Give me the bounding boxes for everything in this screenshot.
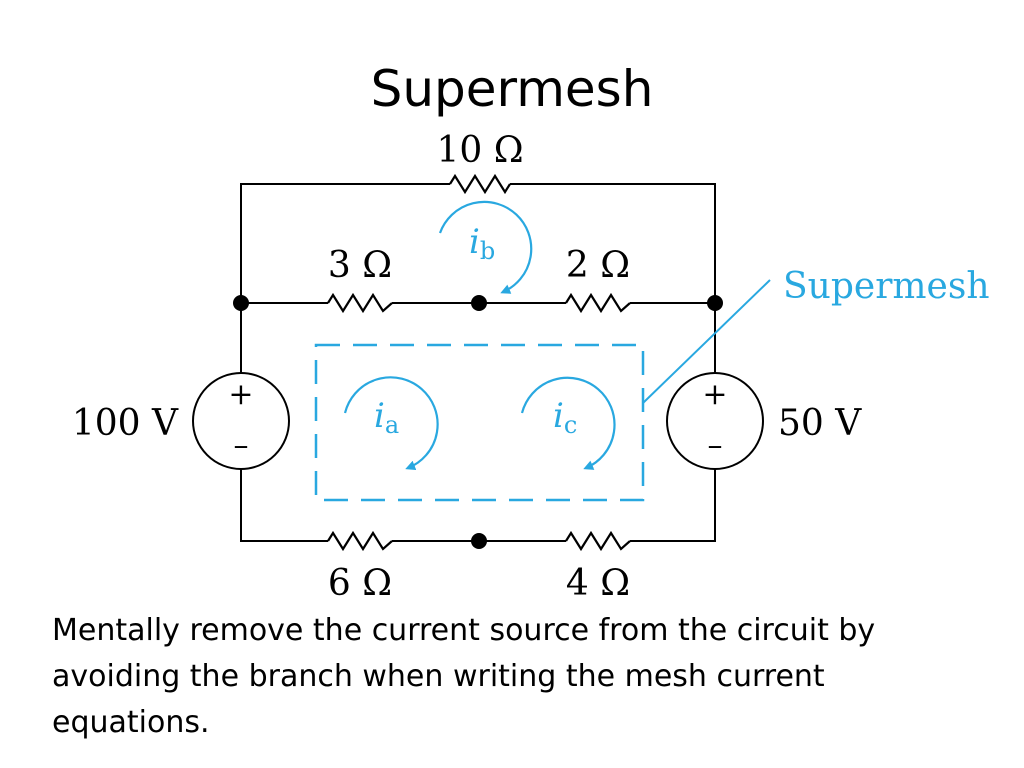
wire-top-right <box>510 183 716 303</box>
resistor-4-ohm <box>565 530 631 552</box>
resistor-6-ohm <box>327 530 393 552</box>
wire-top-left <box>240 183 450 303</box>
mesh-label-ia: ia <box>374 396 399 439</box>
label-4-ohm: 4 Ω <box>566 563 630 600</box>
mesh-arrow-b <box>438 200 533 294</box>
label-100-volt: 100 V <box>72 403 179 444</box>
voltage-source-left <box>192 372 290 470</box>
mesh-current-labels: ib ia ic <box>374 222 577 439</box>
circuit-figure: + – + – 10 Ω 3 Ω 2 Ω 6 Ω 4 Ω 100 V 50 V … <box>0 125 1000 600</box>
circuit-diagram: + – + – 10 Ω 3 Ω 2 Ω 6 Ω 4 Ω 100 V 50 V … <box>0 125 1000 600</box>
wire-right-lower <box>630 469 716 542</box>
voltage-source-right <box>666 372 764 470</box>
left-source-plus: + <box>228 377 253 412</box>
supermesh-label: Supermesh <box>783 266 990 307</box>
node-middle <box>471 295 487 311</box>
supermesh-leader-line <box>642 279 771 404</box>
resistor-2-ohm <box>565 292 631 314</box>
label-2-ohm: 2 Ω <box>566 245 630 286</box>
left-source-minus: – <box>234 428 249 463</box>
source-polarity: + – + – <box>228 377 727 463</box>
node-right <box>707 295 723 311</box>
slide-title: Supermesh <box>370 60 654 118</box>
component-labels: 10 Ω 3 Ω 2 Ω 6 Ω 4 Ω 100 V 50 V <box>72 130 862 600</box>
label-3-ohm: 3 Ω <box>328 245 392 286</box>
label-50-volt: 50 V <box>778 403 862 444</box>
resistor-10-ohm <box>449 173 511 195</box>
mesh-arrow-c <box>520 376 616 470</box>
right-source-plus: + <box>702 377 727 412</box>
mesh-label-ib: ib <box>469 222 495 265</box>
node-bottom <box>471 533 487 549</box>
wire-left-lower <box>240 469 328 542</box>
label-10-ohm: 10 Ω <box>436 130 523 171</box>
node-left <box>233 295 249 311</box>
supermesh-boundary <box>314 343 645 502</box>
mesh-current-arrows <box>343 200 616 471</box>
circuit-wires <box>240 183 716 542</box>
figure-background <box>0 125 1000 600</box>
circuit-nodes <box>233 295 723 549</box>
slide-caption: Mentally remove the current source from … <box>52 613 876 740</box>
mesh-arrow-a <box>343 376 439 471</box>
right-source-minus: – <box>708 428 723 463</box>
mesh-label-ic: ic <box>553 396 577 439</box>
resistor-3-ohm <box>327 292 393 314</box>
label-6-ohm: 6 Ω <box>328 563 392 600</box>
voltage-sources <box>192 372 764 470</box>
resistors <box>327 173 631 552</box>
